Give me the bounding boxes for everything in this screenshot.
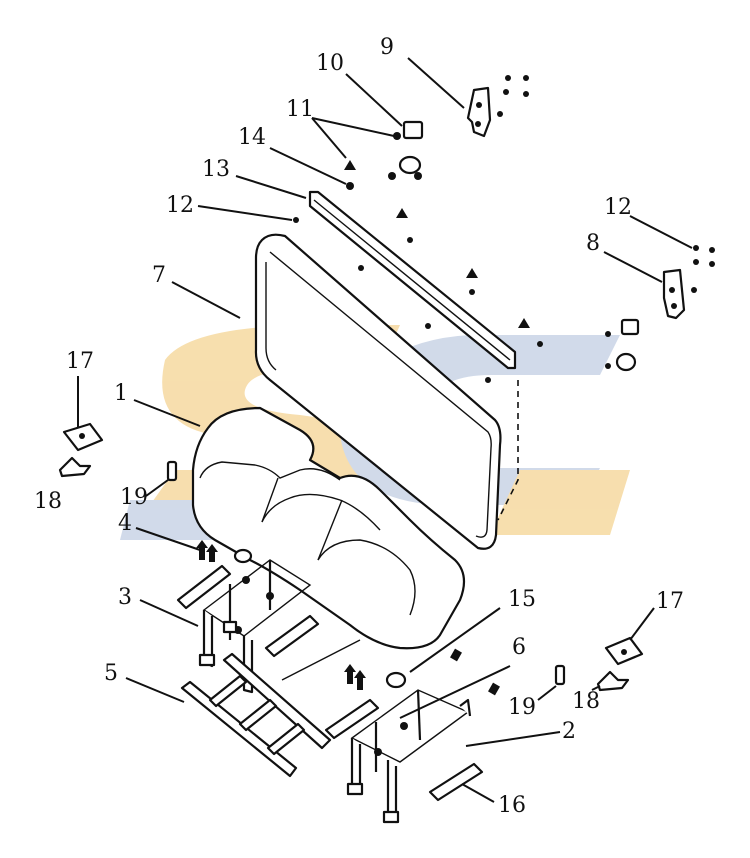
callout-8: 8 [586, 231, 600, 256]
pads [176, 564, 484, 802]
callout-10: 10 [316, 51, 344, 76]
callout-3: 3 [118, 585, 132, 610]
pins [166, 460, 566, 686]
callout-15: 15 [508, 587, 536, 612]
callout-1: 1 [114, 381, 128, 406]
washers [233, 548, 407, 689]
fasteners-rail [358, 208, 543, 383]
bracket-lower [605, 245, 715, 372]
callout-2: 2 [562, 719, 576, 744]
seat-frame-right [346, 689, 472, 824]
base-frame [180, 639, 361, 778]
callout-18-left: 18 [34, 489, 62, 514]
alignment-guide [497, 380, 519, 521]
bolts [196, 540, 500, 696]
hinge-caps [293, 120, 424, 223]
callout-17-left: 17 [66, 349, 94, 374]
callout-13: 13 [202, 157, 230, 182]
hinge-plate-right [596, 636, 644, 692]
callout-17-right: 17 [656, 589, 684, 614]
callout-14: 14 [238, 125, 266, 150]
callout-11: 11 [286, 97, 314, 122]
callout-19-right: 19 [508, 695, 536, 720]
callout-19-left: 19 [120, 485, 148, 510]
callout-16: 16 [498, 793, 526, 818]
callout-4: 4 [118, 511, 132, 536]
mounting-rail [308, 190, 517, 370]
watermark-gold-bar [490, 470, 630, 535]
callout-12-right: 12 [604, 195, 632, 220]
callout-18-right: 18 [572, 689, 600, 714]
callout-7: 7 [152, 263, 166, 288]
callout-9: 9 [380, 35, 394, 60]
bracket-upper [466, 75, 529, 138]
backrest [254, 233, 502, 550]
callout-labels: 9 10 11 14 13 12 12 8 7 17 1 18 19 4 3 1… [34, 35, 684, 818]
hinge-plate-left [58, 422, 104, 478]
callout-12-left: 12 [166, 193, 194, 218]
callout-6: 6 [512, 635, 526, 660]
callout-5: 5 [104, 661, 118, 686]
leader-lines [77, 57, 693, 803]
seat-cushion [191, 406, 466, 650]
